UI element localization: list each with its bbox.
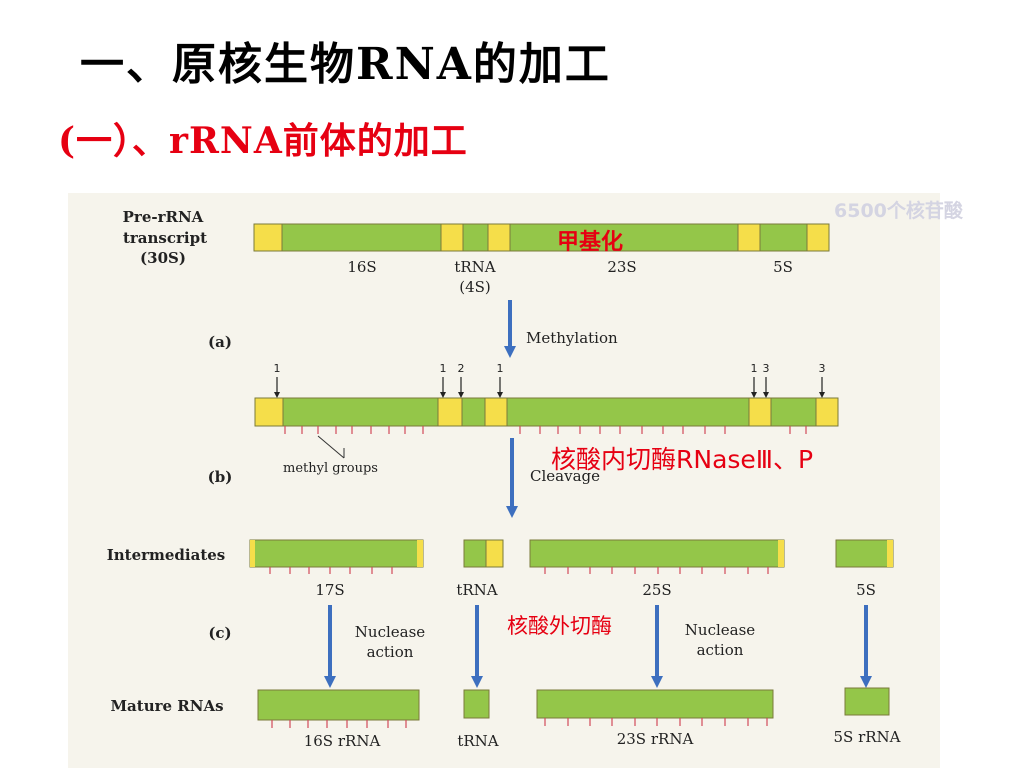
intermediate-17s-bar (249, 539, 424, 574)
mature-label: 23S rRNA (617, 730, 694, 748)
step-b-label: (b) (208, 468, 233, 486)
row-label-transcript: transcript (123, 229, 207, 247)
mature-label: tRNA (457, 732, 498, 750)
precursor-label-trna: tRNA (454, 258, 495, 276)
slide-title: 一、原核生物RNA的加工 (80, 39, 611, 90)
methylation-note: 甲基化 (557, 229, 624, 255)
row-label-pre-rrna: Pre-rRNA (123, 208, 204, 226)
methylated-transcript-bar (254, 397, 839, 434)
nuclease-action-left-line2: action (367, 643, 414, 661)
site-number: 3 (819, 362, 826, 375)
exonuclease-note: 核酸外切酶 (507, 614, 612, 638)
site-number: 1 (440, 362, 447, 375)
site-number: 1 (274, 362, 281, 375)
intermediate-25s-bar (529, 539, 785, 574)
precursor-label-4s: (4S) (459, 278, 491, 296)
step-c-label: (c) (208, 624, 231, 642)
precursor-label-23s: 23S (607, 258, 636, 276)
methylation-label: Methylation (526, 329, 618, 347)
row-label-30s: (30S) (140, 249, 186, 267)
site-number: 1 (751, 362, 758, 375)
nucleotide-count-note: 6500个核苷酸 (834, 200, 963, 222)
intermediate-label: 25S (642, 581, 671, 599)
mature-23s-rrna-bar (536, 689, 774, 726)
methyl-groups-pointer (317, 435, 345, 459)
nuclease-action-right-line1: Nuclease (685, 621, 756, 639)
intermediate-5s-bar (835, 539, 894, 568)
nuclease-action-left-line1: Nuclease (355, 623, 426, 641)
site-number: 1 (497, 362, 504, 375)
intermediate-label: tRNA (456, 581, 497, 599)
intermediate-label: 5S (856, 581, 876, 599)
mature-5s-rrna-bar (844, 687, 890, 716)
precursor-transcript-bar (253, 223, 830, 252)
mature-label: 5S rRNA (833, 728, 900, 746)
processing-diagram-panel (68, 193, 940, 768)
endonuclease-note: 核酸内切酶RNaseⅢ、P (551, 445, 814, 474)
mature-label: 16S rRNA (304, 732, 381, 750)
methyl-groups-label: methyl groups (283, 461, 378, 476)
site-number: 2 (458, 362, 465, 375)
slide-subtitle: (一）、rRNA前体的加工 (58, 120, 468, 162)
mature-trna-bar (463, 689, 490, 719)
site-number: 3 (763, 362, 770, 375)
mature-16s-rrna-bar (257, 689, 420, 728)
cleavage-site-markers: 1 1 2 1 1 3 3 (274, 362, 826, 398)
intermediate-trna-bar (463, 539, 504, 568)
precursor-label-16s: 16S (347, 258, 376, 276)
intermediate-label: 17S (315, 581, 344, 599)
nuclease-action-right-line2: action (697, 641, 744, 659)
pre-rrna-row-label: Pre-rRNA transcript (30S) (123, 208, 207, 267)
row-label-intermediates: Intermediates (107, 546, 226, 564)
step-a-label: (a) (208, 333, 232, 351)
row-label-mature-rnas: Mature RNAs (110, 697, 223, 715)
cleavage-label: Cleavage (530, 467, 600, 485)
precursor-label-5s: 5S (773, 258, 793, 276)
